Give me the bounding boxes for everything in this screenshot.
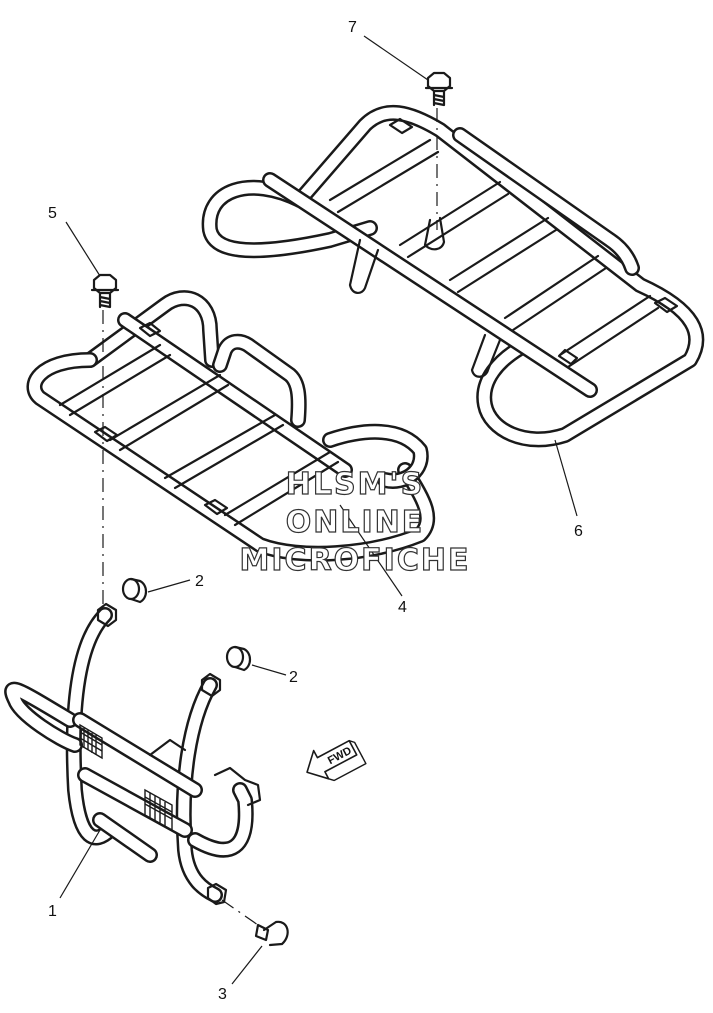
callout-3: 3: [218, 986, 227, 1003]
leader-2a: [147, 579, 191, 593]
mesh-panel: [79, 723, 173, 832]
leader-7: [363, 35, 429, 81]
callout-5: 5: [48, 205, 57, 222]
collar-2b: [225, 645, 252, 672]
front-carrier: [26, 290, 436, 562]
forward-direction-arrow: FWD: [306, 739, 367, 782]
callout-2b: 2: [289, 669, 298, 686]
bolt-5: [90, 273, 120, 309]
rear-carrier: [201, 104, 705, 448]
watermark-line-3: MICROFICHE: [240, 543, 471, 578]
callout-4: 4: [398, 599, 407, 616]
alignment-line-3: [221, 899, 259, 926]
leader-6: [554, 439, 578, 517]
watermark: HLSM'S ONLINE MICROFICHE: [239, 466, 471, 578]
callout-7: 7: [348, 19, 357, 36]
leader-5: [65, 221, 101, 277]
collar-2a: [121, 577, 148, 604]
callout-2a: 2: [195, 573, 204, 590]
front-bumper-guard: [4, 602, 262, 906]
callout-6: 6: [574, 523, 583, 540]
watermark-line-2: ONLINE: [286, 505, 425, 540]
leader-1: [59, 829, 101, 899]
bolt-3: [254, 920, 289, 947]
bolt-7: [424, 71, 454, 107]
leader-2b: [251, 664, 287, 676]
leader-4: [339, 504, 403, 597]
callout-1: 1: [48, 903, 57, 920]
watermark-line-1: HLSM'S: [286, 467, 424, 502]
leader-3: [231, 945, 263, 985]
